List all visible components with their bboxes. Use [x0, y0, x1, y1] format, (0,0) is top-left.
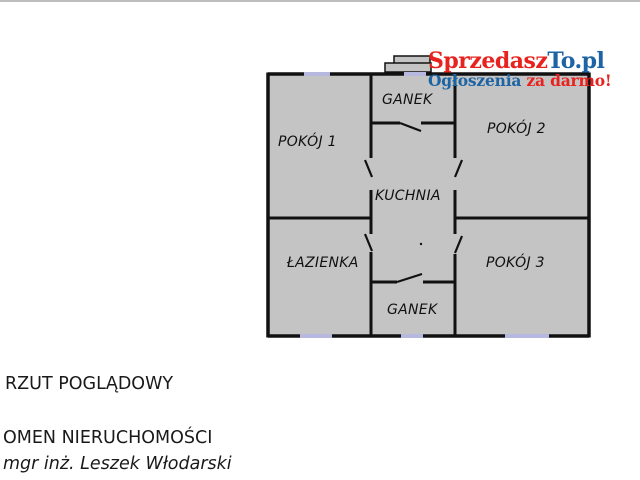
room-label-ganek-top: GANEK: [382, 92, 433, 108]
caption-author: mgr inż. Leszek Włodarski: [3, 454, 232, 474]
room-label-pokoj-1: POKÓJ 1: [278, 134, 337, 150]
sprzedaszto-logo: SprzedaszTo.pl Ogłoszenia za darmo!: [428, 48, 612, 90]
caption-title: RZUT POGLĄDOWY: [5, 374, 174, 394]
caption-company: OMEN NIERUCHOMOŚCI: [3, 428, 213, 448]
room-label-pokoj-3: POKÓJ 3: [486, 255, 545, 271]
logo-part-topl: To.pl: [547, 48, 605, 74]
logo-sub-za-darmo: za darmo!: [526, 71, 612, 90]
room-label-ganek-bottom: GANEK: [387, 302, 438, 318]
room-label-kuchnia: KUCHNIA: [375, 188, 441, 204]
center-dot: [419, 242, 423, 246]
entrance-steps: [384, 55, 432, 73]
doors: [363, 121, 464, 284]
logo-sub-ogloszenia: Ogłoszenia: [428, 71, 522, 90]
windows: [300, 72, 549, 338]
top-border: [0, 0, 640, 2]
interior-walls: [268, 74, 589, 336]
floor-area: [268, 74, 589, 336]
room-label-lazienka: ŁAZIENKA: [287, 255, 359, 271]
room-label-pokoj-2: POKÓJ 2: [487, 121, 546, 137]
logo-part-sprzedasz: Sprzedasz: [428, 48, 548, 74]
